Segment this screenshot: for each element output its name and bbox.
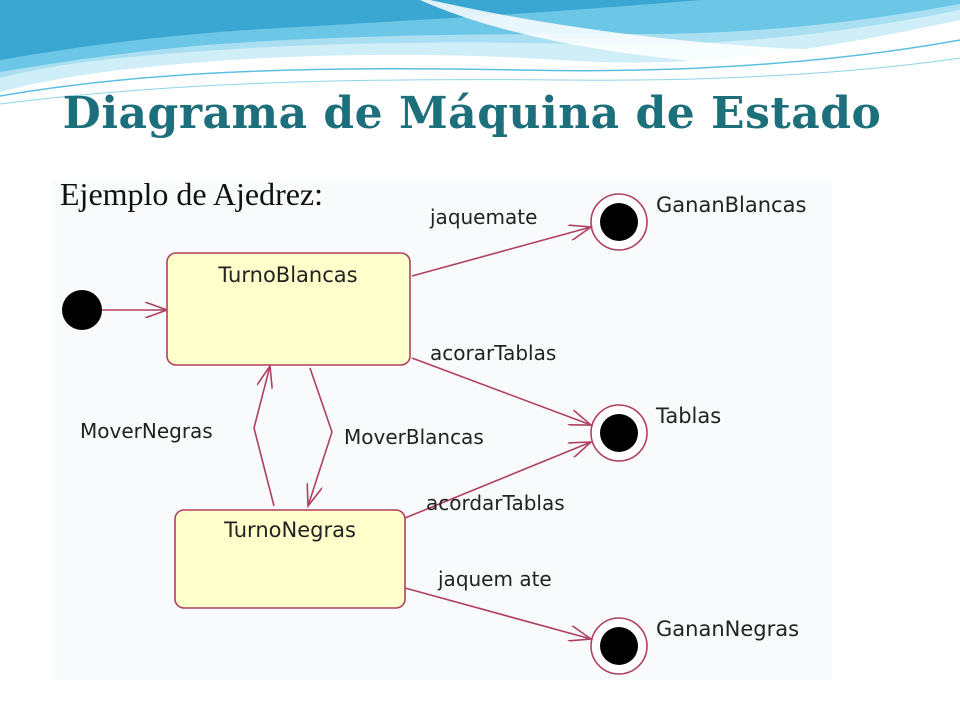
state-label-turno-blancas: TurnoBlancas: [217, 263, 357, 287]
final-label-tablas: Tablas: [655, 404, 721, 428]
state-turno-negras[interactable]: [174, 509, 406, 609]
transition-mover-negras: [253, 366, 275, 507]
transition-jaquemate-negras: [404, 587, 591, 639]
transition-acordar-tablas: [404, 442, 591, 519]
edge-label-mover-negras: MoverNegras: [80, 419, 213, 443]
final-label-ganan-negras: GananNegras: [656, 617, 799, 641]
slide-subtitle: Ejemplo de Ajedrez:: [60, 176, 324, 212]
initial-node: [62, 290, 102, 330]
edge-label-jaquemate-blancas: jaquemate: [429, 205, 537, 229]
edge-label-mover-blancas: MoverBlancas: [344, 425, 484, 449]
state-label-turno-negras: TurnoNegras: [223, 518, 356, 542]
edge-label-jaquemate-negras: jaquem ate: [437, 567, 552, 591]
edge-label-acordar-tablas: acordarTablas: [426, 491, 565, 515]
final-state-ganan-negras[interactable]: [590, 617, 648, 675]
slide-title: Diagrama de Máquina de Estado: [62, 88, 882, 139]
edge-label-acorar-tablas: acorarTablas: [430, 341, 556, 365]
state-machine-diagram: TurnoBlancas TurnoNegras GananBlancas Ta…: [62, 193, 806, 675]
diagram-panel: TurnoBlancas TurnoNegras GananBlancas Ta…: [52, 180, 832, 680]
transition-acorar-tablas: [411, 357, 591, 425]
header-wave-decoration: [0, 0, 960, 105]
transition-mover-blancas: [308, 367, 333, 506]
final-label-ganan-blancas: GananBlancas: [656, 193, 806, 217]
final-state-ganan-blancas[interactable]: [590, 193, 648, 251]
final-state-tablas[interactable]: [590, 404, 648, 462]
state-turno-blancas[interactable]: [166, 252, 411, 366]
transition-jaquemate-blancas: [411, 227, 591, 277]
